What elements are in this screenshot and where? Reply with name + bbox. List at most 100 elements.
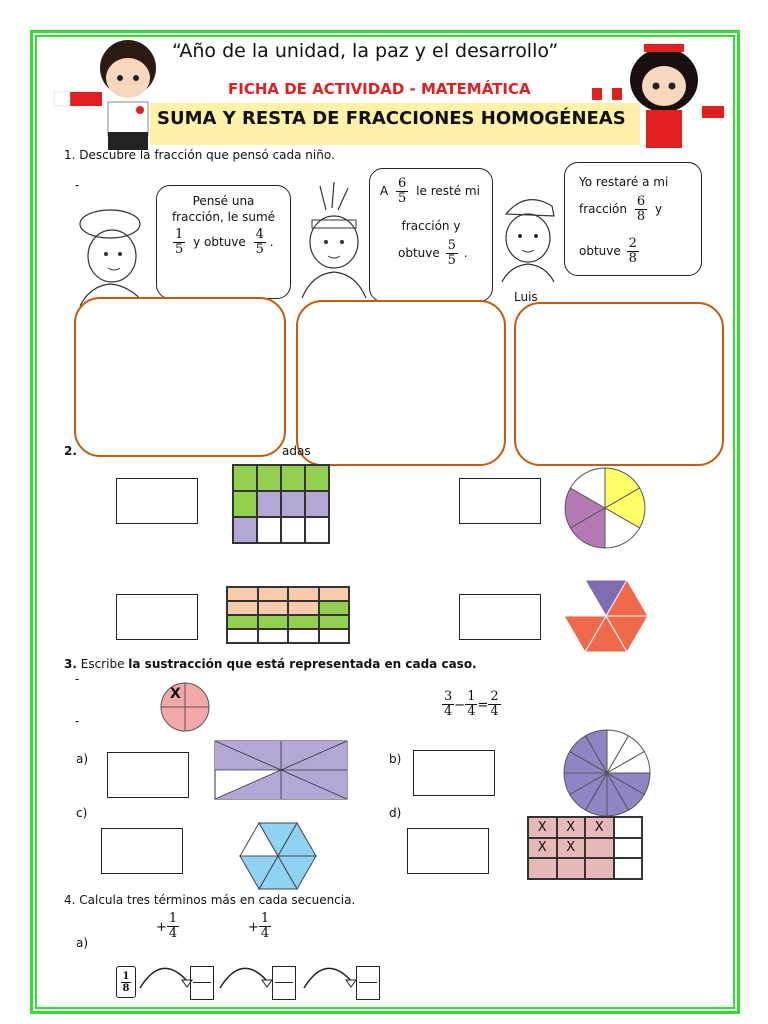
step2-sign: + [248, 920, 259, 935]
b1-line1: Pensé una [192, 194, 255, 208]
q3-answer-box-b[interactable] [413, 750, 495, 796]
q4-sequence-arcs [139, 967, 357, 989]
q1-dash: - [75, 178, 80, 192]
q2-number: 2. [64, 444, 77, 458]
q2-grid-green-purple [232, 464, 330, 544]
q3-hexagon-blue [239, 821, 317, 891]
b3-line1: Yo restaré a mi [579, 175, 669, 189]
q3-circle-purple [563, 729, 651, 817]
sheet-label: FICHA DE ACTIVIDAD - MATEMÁTICA [228, 80, 531, 98]
q3-label-c: c) [76, 806, 88, 820]
girl-with-flag-illustration [592, 44, 724, 148]
page-border [30, 30, 740, 1014]
q4-prompt: 4. Calcula tres términos más en cada sec… [64, 893, 356, 907]
grid-cell [585, 858, 614, 879]
ex-eq: = [477, 698, 489, 713]
ex-op: − [454, 698, 466, 713]
b1-line2: fracción, le sumé [171, 210, 276, 224]
grid-cell: X [556, 837, 585, 859]
circle-sector [584, 729, 608, 775]
q3-answer-box-a[interactable] [107, 752, 189, 798]
grid-cell: X [528, 837, 557, 859]
q3-text-bold: la sustracción que está representada en … [128, 657, 477, 671]
q4-blank-term-1[interactable] [190, 966, 214, 1000]
title-band [150, 103, 640, 145]
q2-answer-box-3[interactable] [116, 594, 198, 640]
grid-cell [613, 817, 642, 838]
answer-box-1[interactable] [74, 297, 286, 457]
b2-end: . [463, 246, 468, 260]
q4-blank-term-2[interactable] [272, 966, 296, 1000]
child1-hat-illustration [79, 209, 147, 307]
name-luis: Luis [514, 290, 538, 304]
q3-number: 3. [64, 657, 77, 671]
grid-cell [556, 858, 585, 879]
grid-cell [528, 858, 557, 879]
q4-blank-term-3[interactable] [356, 966, 380, 1000]
grid-cell [613, 858, 642, 879]
q2-partial-text: adas [282, 444, 311, 458]
step1-sign: + [156, 920, 167, 935]
b2-pre: A [380, 184, 389, 198]
q3-dash-2: - [75, 714, 80, 728]
b2-line3: obtuve [398, 246, 440, 260]
q3-example-circle [160, 682, 210, 732]
q3-example-mark: X [170, 686, 181, 702]
motto: “Año de la unidad, la paz y el desarroll… [172, 40, 559, 62]
child2-feather-illustration [301, 181, 367, 299]
q3-text-plain: Escribe [80, 657, 125, 671]
q4-label-a: a) [76, 936, 89, 950]
grid-cell: X [585, 817, 614, 838]
q2-grid-peach-green [226, 586, 350, 644]
q3-label-d: d) [389, 806, 402, 820]
grid-cell: X [528, 817, 557, 838]
q3-rectangle-purple [214, 740, 348, 800]
b1-end: . [269, 235, 274, 249]
q3-dash-1: - [75, 672, 80, 686]
answer-box-3[interactable] [514, 302, 724, 466]
q2-answer-box-2[interactable] [459, 478, 541, 524]
q3-label-b: b) [389, 752, 402, 766]
q3-answer-box-c[interactable] [101, 828, 183, 874]
b3-line2: fracción [579, 202, 627, 216]
grid-cell [585, 837, 614, 859]
page-title: SUMA Y RESTA DE FRACCIONES HOMOGÉNEAS [157, 108, 626, 129]
b1-mid: y obtuve [193, 235, 246, 249]
b2-line2: fracción y [401, 219, 461, 233]
answer-box-2[interactable] [296, 300, 506, 466]
q2-answer-box-1[interactable] [116, 478, 198, 524]
q2-circle-yellow-purple [564, 467, 646, 549]
grid-cell [613, 837, 642, 859]
q1-prompt: 1. Descubre la fracción que pensó cada n… [64, 148, 335, 162]
child3-cap-illustration [501, 199, 555, 283]
b3-line3: obtuve [579, 244, 621, 258]
b2-line1: le resté mi [416, 184, 480, 198]
q2-hexagon-orange [563, 579, 649, 653]
b3-y: y [654, 202, 663, 216]
q3-prompt: 3. Escribe la sustracción que está repre… [64, 657, 477, 671]
boy-with-flag-illustration [53, 40, 156, 150]
grid-cell: X [556, 817, 585, 838]
q3-label-a: a) [76, 752, 89, 766]
q3-answer-box-d[interactable] [407, 828, 489, 874]
q2-answer-box-4[interactable] [459, 594, 541, 640]
